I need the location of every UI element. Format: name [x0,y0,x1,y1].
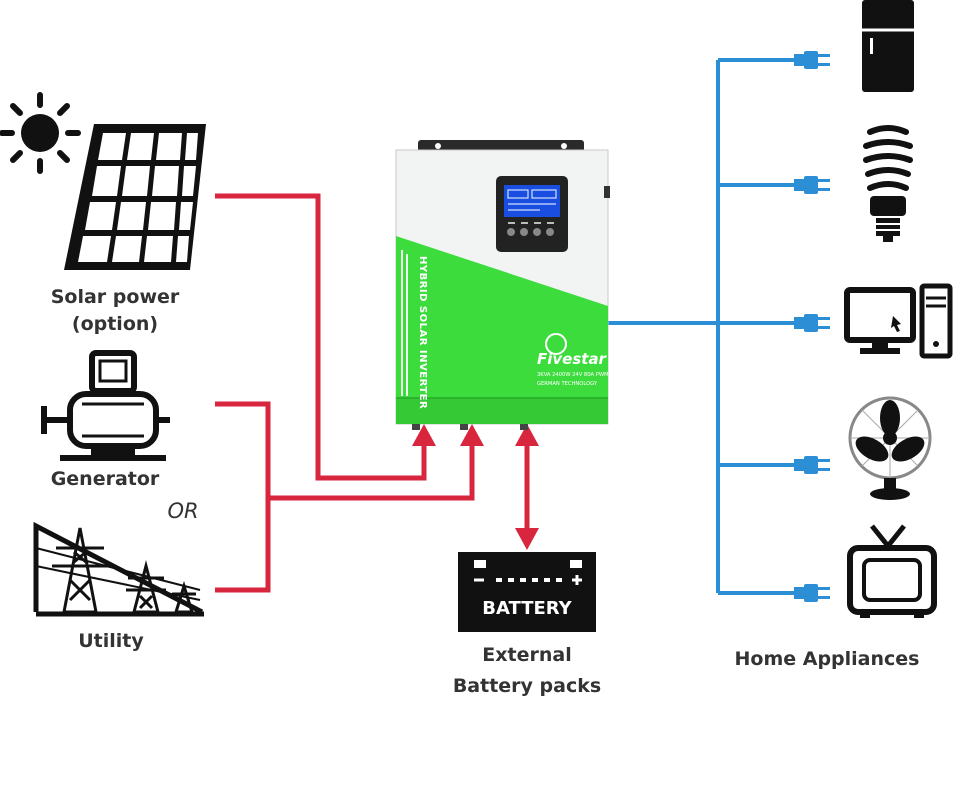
utility-label: Utility [78,630,144,652]
utility-pylon-icon [33,521,204,617]
plugs [794,51,830,602]
inverter-tagline: GERMAN TECHNOLOGY [537,381,598,387]
control-panel [496,176,568,252]
desktop-computer-icon [844,283,953,359]
solar-label: Solar power (option) [40,284,190,338]
solar-panel-icon [64,124,206,270]
battery-box-text: BATTERY [482,598,572,619]
plug-icon [794,314,830,332]
arrowhead-solar [412,424,436,446]
plug-icon [794,584,830,602]
plug-icon [794,51,830,69]
cfl-bulb-icon [863,125,913,242]
tv-icon [847,524,937,618]
battery-label: External Battery packs [442,640,612,702]
arrowhead-battery-up [515,424,539,446]
arrowhead-battery-down [515,528,539,550]
refrigerator-icon [862,0,914,92]
green-panel [396,236,608,424]
plug-icon [794,176,830,194]
inverter-spec: 3KVA 2400W 24V 80A PWM [537,372,608,378]
plug-icon [794,456,830,474]
brand-logo-icon [545,333,567,355]
utility-wire [215,498,271,593]
arrowhead-generator [460,424,484,446]
solar-wire [215,193,427,481]
battery-label-line2: Battery packs [452,675,602,697]
battery-label-line1: External [482,644,572,666]
mounting-bracket [418,140,584,152]
brand-name: Fivestar [537,350,608,368]
solar-label-line2: (option) [71,313,159,335]
battery-icon: BATTERY [458,552,596,632]
generator-icon [41,350,170,461]
or-label: OR [167,499,199,523]
solar-label-line1: Solar power [50,286,180,308]
generator-label: Generator [50,468,160,490]
fan-icon [848,396,932,500]
wire-arrowheads [412,424,539,550]
sun-icon [0,92,81,174]
output-wires [606,58,800,595]
inverter-side-text: HYBRID SOLAR INVERTER [417,256,428,409]
home-appliances-label: Home Appliances [734,648,920,670]
input-wires [215,193,530,593]
hybrid-solar-inverter: HYBRID SOLAR INVERTER Fivestar 3KVA 2400… [395,140,610,430]
